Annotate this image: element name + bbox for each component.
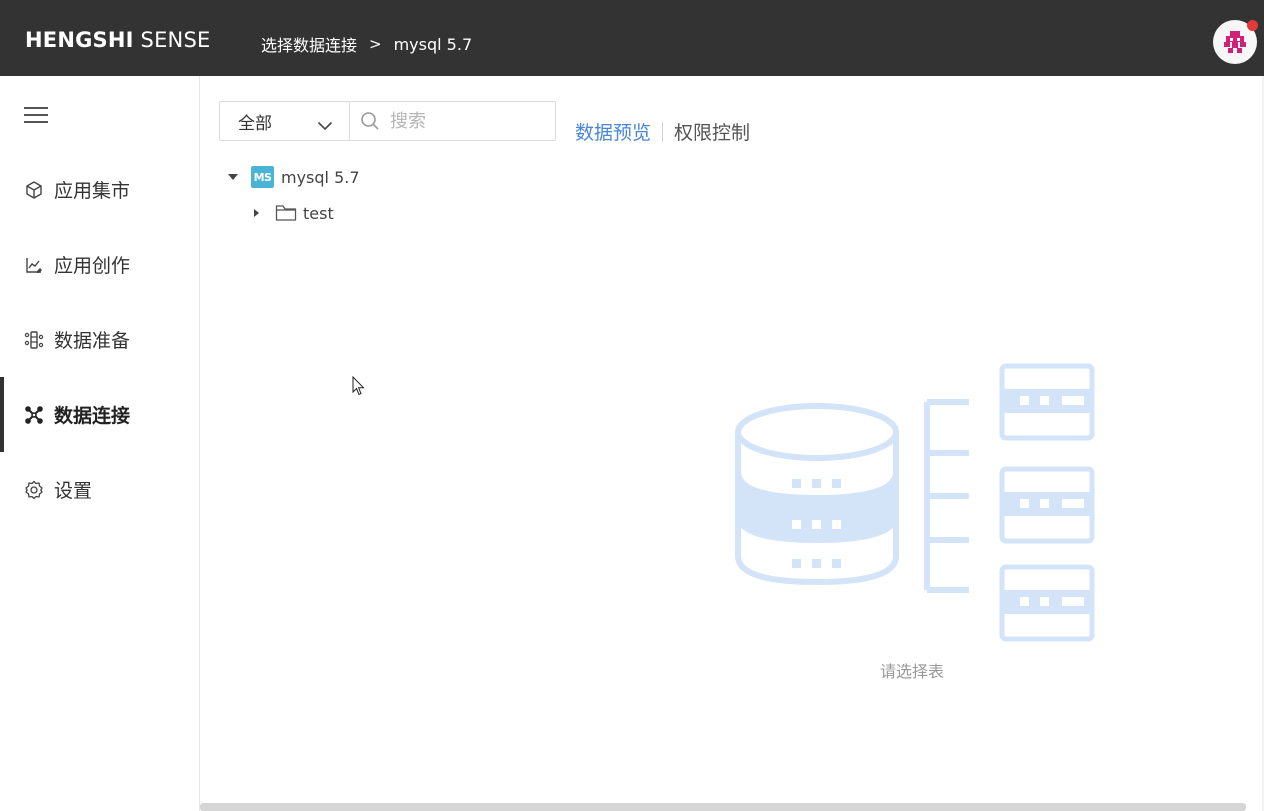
caret-right-icon[interactable] [254,209,259,217]
folder-icon [275,204,297,222]
category-select-value: 全部 [238,113,272,134]
tab-permission-control[interactable]: 权限控制 [674,122,751,144]
sidebar-item-label: 设置 [54,480,93,502]
mysql-badge-icon: MS [251,166,274,188]
breadcrumb-item-select-connection[interactable]: 选择数据连接 [261,36,358,55]
category-select[interactable]: 全部 [219,101,350,141]
tab-divider [662,121,664,142]
empty-database-illustration [735,363,1095,642]
sidebar-item-label: 应用集市 [54,180,131,202]
mouse-cursor-icon [352,376,365,396]
menu-toggle-icon[interactable] [24,107,48,125]
sidebar-item-app-market[interactable]: 应用集市 [0,152,199,227]
breadcrumb-separator: > [369,35,382,53]
brand-light: SENSE [140,28,211,52]
search-icon [360,111,380,131]
horizontal-scrollbar[interactable] [200,803,1246,811]
chart-edit-icon [23,254,45,276]
breadcrumb-item-current: mysql 5.7 [393,34,473,54]
sidebar-item-label: 数据连接 [54,405,131,427]
sidebar-item-label: 数据准备 [54,330,131,352]
gear-icon [23,479,45,501]
empty-state-text: 请选择表 [880,662,945,681]
sidebar-item-data-prep[interactable]: 数据准备 [0,302,199,377]
tree-node-label: mysql 5.7 [281,167,360,187]
notification-dot [1247,20,1258,31]
tree-node-test[interactable]: test [254,201,334,225]
right-edge [1262,76,1264,811]
view-tabs: 数据预览 权限控制 [575,118,750,145]
network-icon [23,404,45,426]
cube-icon [23,179,45,201]
sidebar-item-label: 应用创作 [54,255,131,277]
avatar[interactable] [1213,20,1258,64]
top-bar: HENGSHI SENSE 选择数据连接 > mysql 5.7 [0,0,1264,76]
breadcrumb: 选择数据连接 > mysql 5.7 [261,32,472,56]
sidebar-item-data-connection[interactable]: 数据连接 [0,377,199,452]
avatar-icon [1224,31,1246,53]
sidebar-item-app-create[interactable]: 应用创作 [0,227,199,302]
chevron-down-icon [317,116,333,136]
brand-bold: HENGSHI [25,28,134,52]
data-prep-icon [23,329,45,351]
caret-down-icon[interactable] [228,174,238,180]
sidebar: 应用集市 应用创作 数据准备 数据连接 设置 [0,76,200,811]
tree-node-label: test [303,203,334,223]
brand-logo[interactable]: HENGSHI SENSE [25,28,210,52]
search-box[interactable] [349,101,556,141]
sidebar-item-settings[interactable]: 设置 [0,452,199,527]
search-input[interactable] [390,110,540,132]
tab-data-preview[interactable]: 数据预览 [575,122,652,144]
tree-node-root[interactable]: MS mysql 5.7 [228,165,360,189]
